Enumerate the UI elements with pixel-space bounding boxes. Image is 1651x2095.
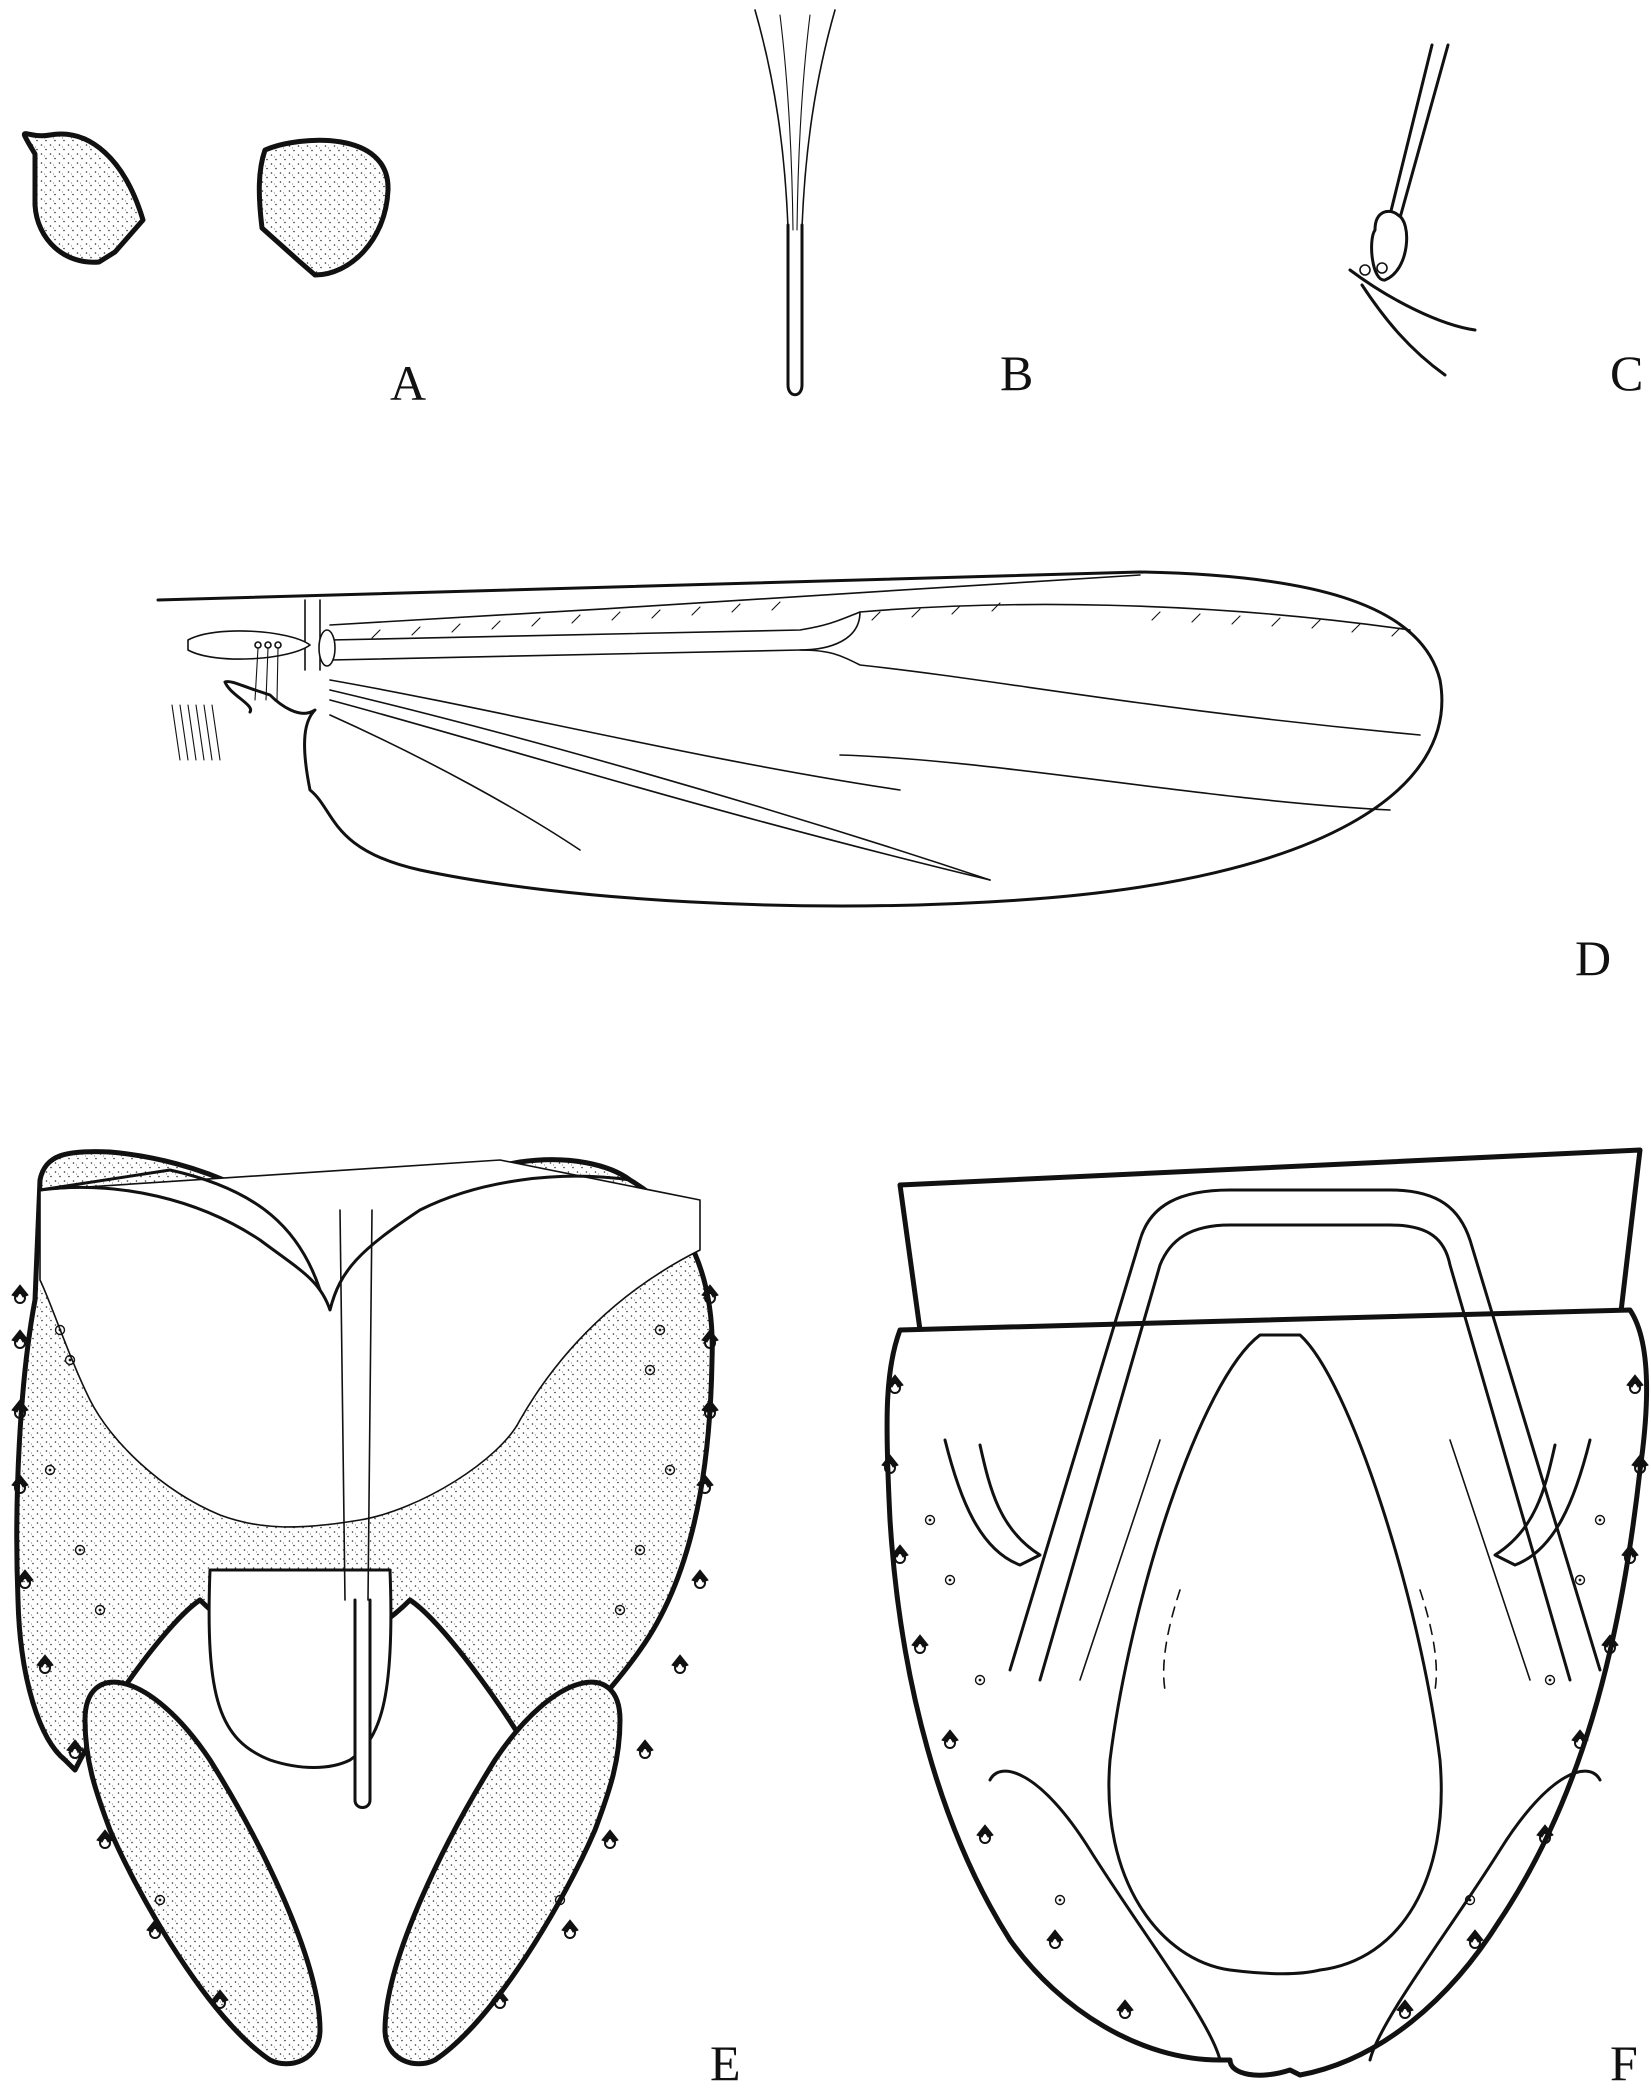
costal-setae (371, 601, 1401, 639)
wing-basal-lobe (171, 629, 336, 761)
panel-f: F (881, 1147, 1650, 2091)
panel-a-right-lobe (256, 137, 391, 278)
panel-b: B (754, 9, 1033, 401)
wing-veins (304, 574, 1421, 881)
panel-f-label: F (1610, 2035, 1638, 2091)
panel-f-apodemes (943, 1188, 1602, 1682)
panel-f-gonostyli (988, 1769, 1602, 2062)
panel-a: A (21, 131, 426, 411)
panel-b-label: B (1000, 345, 1033, 401)
panel-a-label: A (390, 355, 426, 411)
panel-e-label: E (710, 2035, 741, 2091)
panel-d: D (156, 570, 1611, 986)
panel-d-label: D (1575, 930, 1611, 986)
wing-outline (156, 570, 1444, 908)
panel-e: E (11, 1149, 741, 2091)
panel-f-aedeagus (1107, 1333, 1443, 1976)
panel-c-structure (1348, 43, 1477, 377)
panel-c: C (1348, 43, 1643, 401)
panel-e-gonostyli (82, 1679, 623, 2067)
panel-c-label: C (1610, 345, 1643, 401)
panel-e-aedeagus (207, 1209, 393, 1809)
panel-a-left-lobe (21, 131, 146, 265)
panel-b-seta (754, 9, 836, 397)
